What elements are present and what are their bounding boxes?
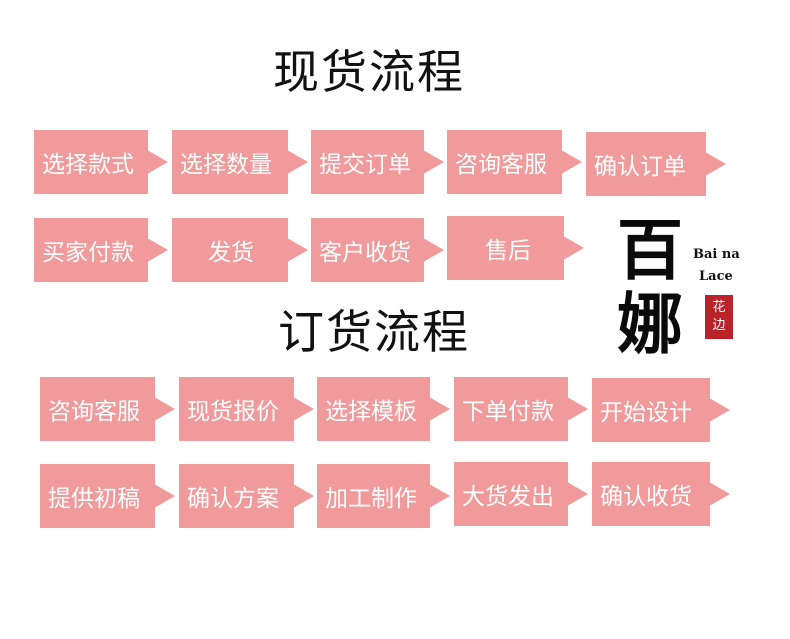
step-first-draft: 提供初稿 (40, 464, 175, 528)
step-consult-service: 咨询客服 (447, 130, 582, 194)
step-manufacture: 加工制作 (317, 464, 450, 528)
logo-seal: 花 边 (705, 295, 733, 339)
step-confirm-receipt: 确认收货 (592, 462, 730, 526)
step-shipping: 发货 (172, 218, 308, 282)
step-buyer-payment: 买家付款 (34, 218, 168, 282)
step-start-design: 开始设计 (592, 378, 730, 442)
logo-english-line2: Lace (699, 269, 733, 284)
step-select-template: 选择模板 (317, 377, 450, 441)
logo-char-na: 娜 (617, 285, 683, 363)
step-order-payment: 下单付款 (454, 377, 588, 441)
baina-lace-logo: 百 娜 Bai na Lace 花 边 (615, 215, 755, 375)
seal-char-2: 边 (712, 318, 726, 333)
order-process-title: 订货流程 (278, 305, 470, 359)
step-select-style: 选择款式 (34, 130, 168, 194)
logo-english-line1: Bai na (693, 247, 740, 262)
step-confirm-plan: 确认方案 (179, 464, 314, 528)
step-after-sales: 售后 (447, 216, 584, 280)
step-submit-order: 提交订单 (311, 130, 444, 194)
logo-char-bai: 百 (617, 211, 683, 289)
spot-process-title: 现货流程 (273, 45, 465, 99)
step-confirm-order: 确认订单 (586, 132, 726, 196)
seal-char-1: 花 (712, 300, 726, 315)
step-customer-receipt: 客户收货 (311, 218, 444, 282)
step-select-quantity: 选择数量 (172, 130, 308, 194)
step-spot-quote: 现货报价 (179, 377, 314, 441)
step-bulk-shipment: 大货发出 (454, 462, 588, 526)
step-consult-service-2: 咨询客服 (40, 377, 175, 441)
